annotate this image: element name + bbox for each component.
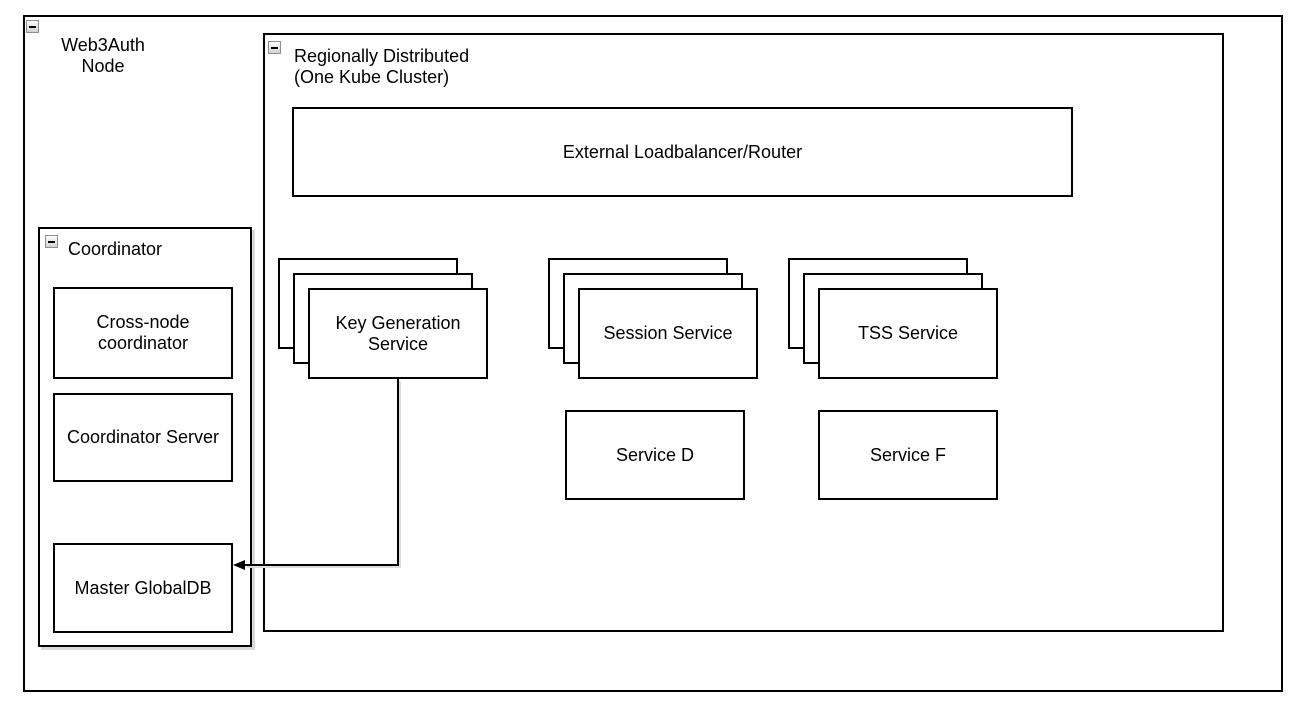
- key-generation-service-stack: Key Generation Service: [278, 258, 490, 381]
- coordinator-container: Coordinator Cross-node coordinator Coord…: [38, 227, 252, 647]
- coordinator-title: Coordinator: [68, 239, 163, 259]
- cross-node-coordinator-label: Cross-node coordinator: [96, 312, 190, 353]
- service-d-label: Service D: [615, 444, 695, 465]
- tss-service-box: TSS Service: [818, 288, 998, 379]
- service-d-box: Service D: [565, 410, 745, 500]
- service-f-label: Service F: [869, 444, 947, 465]
- collapse-button-web3auth[interactable]: [26, 20, 39, 33]
- master-globaldb-box: Master GlobalDB: [53, 543, 233, 633]
- session-service-box: Session Service: [578, 288, 758, 379]
- minus-icon: [29, 26, 36, 28]
- collapse-button-region[interactable]: [268, 41, 281, 54]
- connector-horizontal-segment: [245, 564, 399, 566]
- key-generation-service-label: Key Generation Service: [335, 312, 461, 354]
- arrowhead-left-icon: [233, 560, 245, 570]
- connector-vertical-segment: [397, 379, 399, 566]
- minus-icon: [271, 47, 278, 49]
- service-f-box: Service F: [818, 410, 998, 500]
- coordinator-server-box: Coordinator Server: [53, 393, 233, 482]
- loadbalancer-label: External Loadbalancer/Router: [562, 141, 803, 162]
- cross-node-coordinator-box: Cross-node coordinator: [53, 287, 233, 379]
- session-service-label: Session Service: [603, 323, 733, 343]
- session-service-stack: Session Service: [548, 258, 760, 381]
- key-generation-service-box: Key Generation Service: [308, 288, 488, 379]
- web3auth-node-title: Web3Auth Node: [61, 35, 145, 76]
- master-globaldb-label: Master GlobalDB: [74, 577, 212, 598]
- region-title: Regionally Distributed (One Kube Cluster…: [294, 46, 470, 87]
- tss-service-stack: TSS Service: [788, 258, 1000, 381]
- collapse-button-coordinator[interactable]: [45, 235, 58, 248]
- tss-service-label: TSS Service: [857, 323, 959, 343]
- loadbalancer-box: External Loadbalancer/Router: [292, 107, 1073, 197]
- coordinator-server-label: Coordinator Server: [66, 427, 220, 447]
- minus-icon: [48, 241, 55, 243]
